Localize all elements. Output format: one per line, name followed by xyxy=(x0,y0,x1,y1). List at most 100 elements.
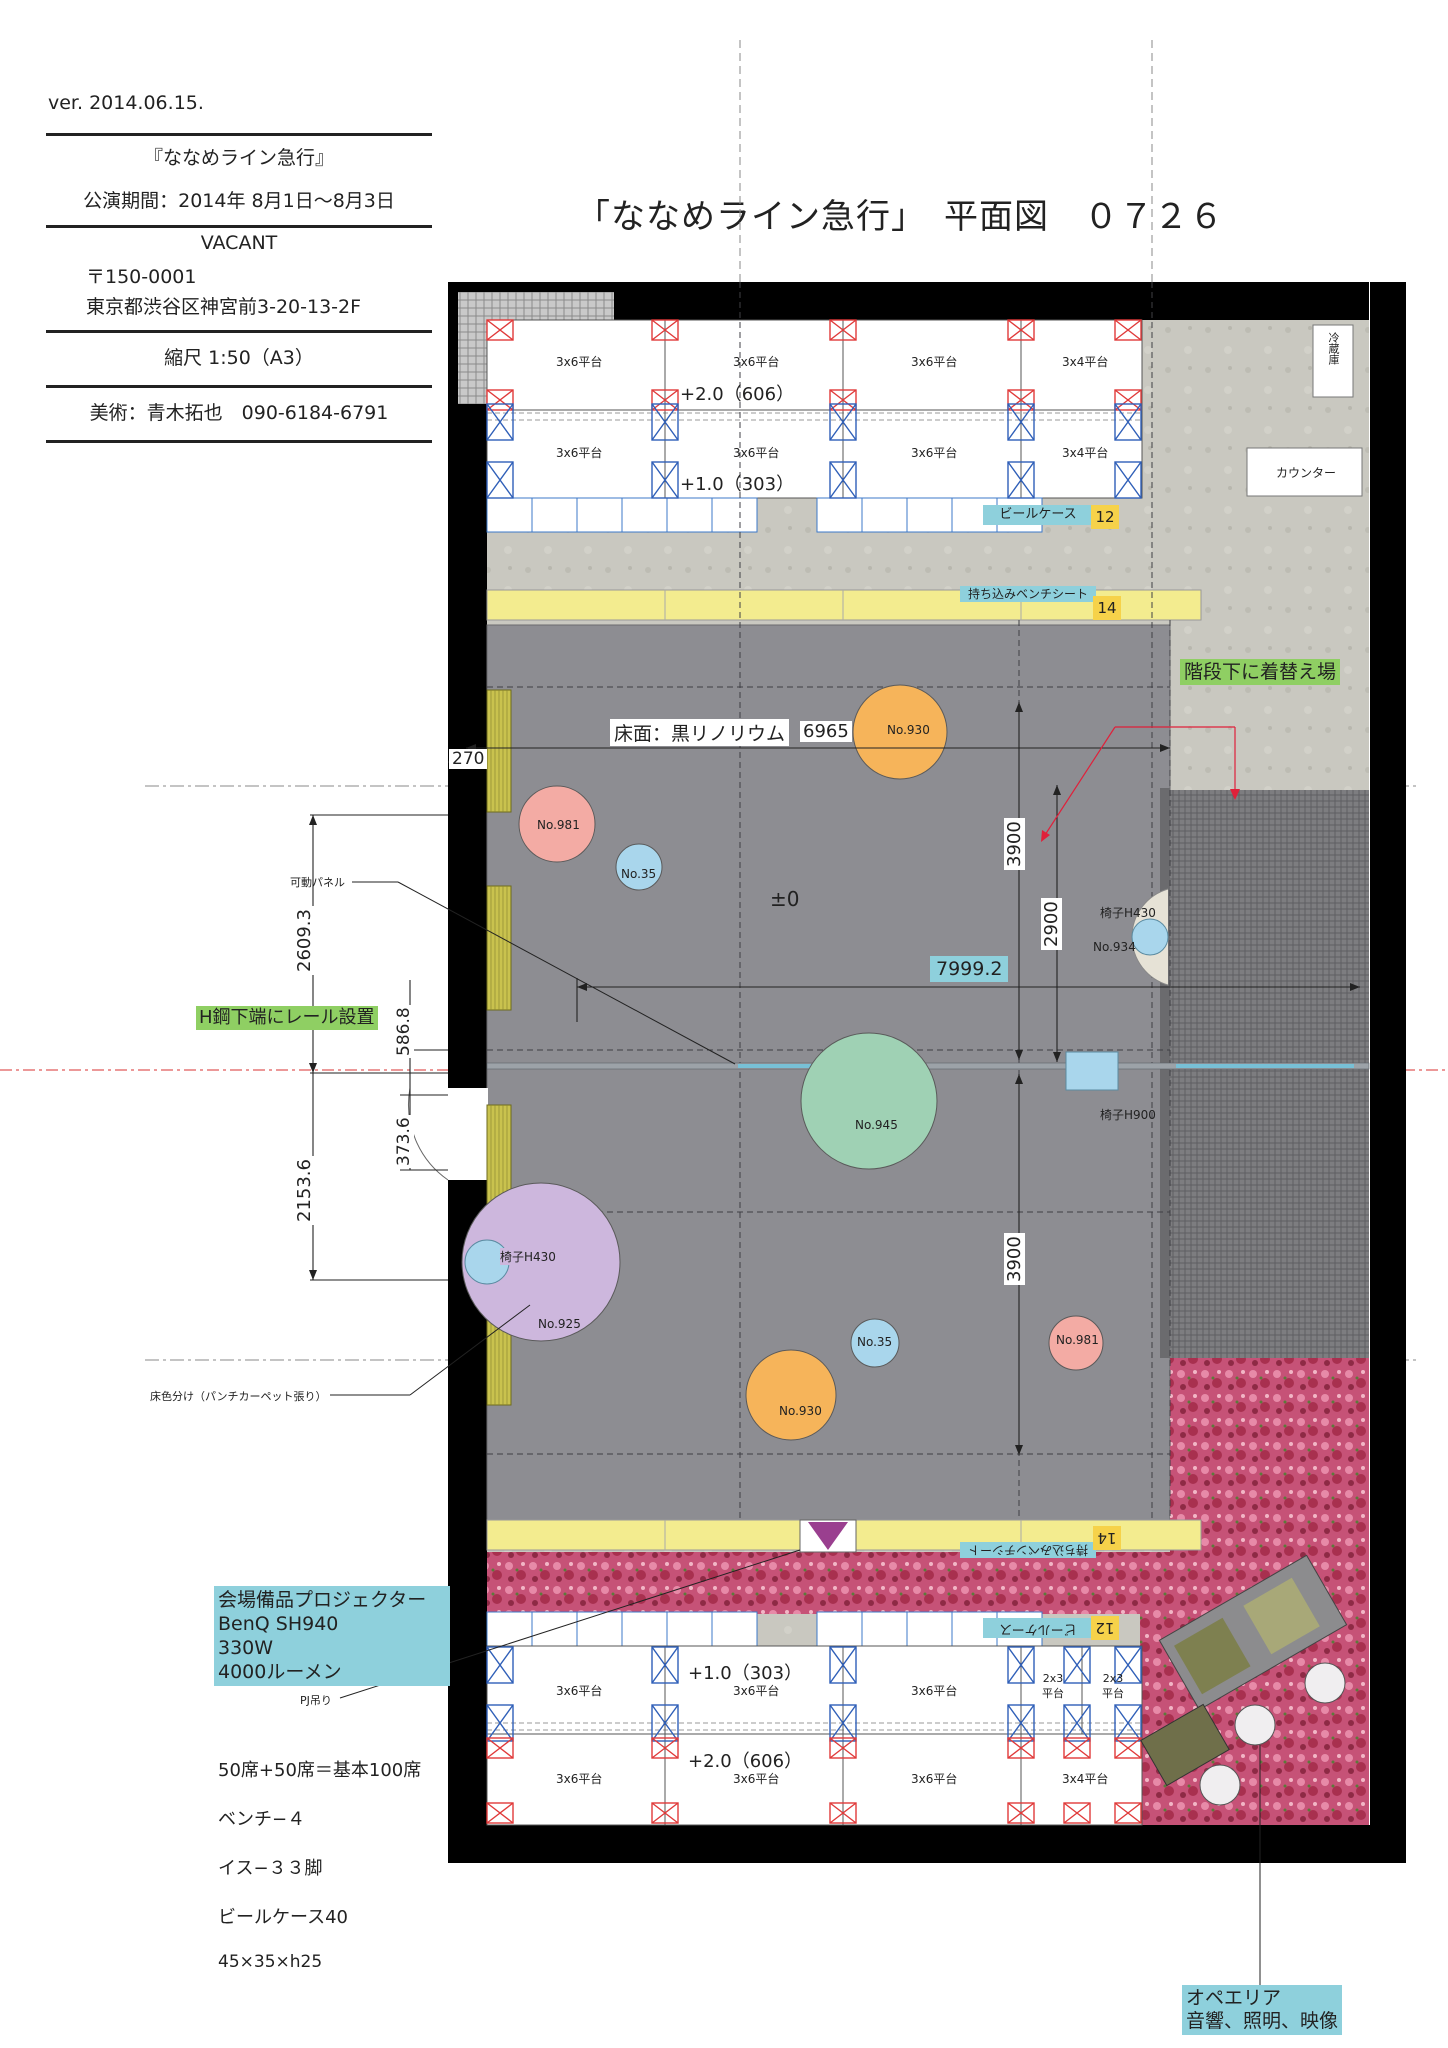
venue-postal: 〒150-0001 xyxy=(86,266,197,288)
level-label: +2.0（606） xyxy=(688,1751,803,1772)
dim-2900: 2900 xyxy=(1041,898,1062,950)
platform-label: 3x6平台 xyxy=(556,446,603,460)
platform-label: 3x6平台 xyxy=(911,355,958,369)
venue-name: VACANT xyxy=(200,232,278,254)
platform-leg-cross xyxy=(486,461,514,499)
platform-label: 3x6平台 xyxy=(733,1772,780,1786)
chair-label: 椅子H430 xyxy=(1100,906,1156,920)
divider xyxy=(46,225,432,228)
platform-leg-cross xyxy=(486,403,514,441)
platform-leg-cross xyxy=(829,1704,857,1742)
table-label: No.934 xyxy=(1093,940,1136,954)
platform-leg-cross xyxy=(1007,319,1035,341)
platform-leg-marker xyxy=(651,403,679,441)
platform-leg-cross xyxy=(486,1704,514,1742)
platform-leg-cross xyxy=(1007,1802,1035,1824)
platform-leg-cross xyxy=(1007,461,1035,499)
operation-line: オペエリア xyxy=(1186,1987,1282,2009)
platform-label: 2x3平台 xyxy=(1042,1672,1064,1700)
summary-case-size: 45×35×h25 xyxy=(218,1952,323,1972)
movable-panel-note: 可動パネル xyxy=(290,876,345,889)
platform-label: 3x6平台 xyxy=(733,446,780,460)
platform-leg-cross xyxy=(1007,389,1035,411)
level-label: +2.0（606） xyxy=(680,384,795,405)
operation-area-note: オペエリア 音響、照明、映像 xyxy=(1182,1985,1343,2035)
projector-line: 会場備品プロジェクター xyxy=(218,1589,427,1611)
platform-leg-cross xyxy=(1063,1646,1091,1684)
table-circle xyxy=(800,1032,938,1170)
platform-leg-marker xyxy=(651,1646,679,1684)
table-label: No.981 xyxy=(537,818,580,832)
dim-2609: 2609.3 xyxy=(294,906,315,975)
refrigerator-label: 冷蔵庫 xyxy=(1327,332,1340,365)
beer-case-count: 12 xyxy=(1091,1616,1119,1640)
table-circle xyxy=(745,1349,837,1441)
summary-seats: 50席+50席＝基本100席 xyxy=(218,1760,422,1781)
platform-leg-marker xyxy=(829,1704,857,1742)
platform-leg-cross xyxy=(486,389,514,411)
table-circle xyxy=(850,1318,900,1368)
operation-line: 音響、照明、映像 xyxy=(1186,2010,1339,2032)
dim-586: 586.8 xyxy=(394,1005,414,1058)
platform-label: 3x6平台 xyxy=(911,1684,958,1698)
platform-leg-marker xyxy=(1114,319,1142,341)
platform-leg-marker xyxy=(1114,1802,1142,1824)
platform-leg-cross xyxy=(1063,1704,1091,1742)
platform-leg-marker xyxy=(1063,1737,1091,1759)
platform-leg-cross xyxy=(1114,1646,1142,1684)
platform-leg-marker xyxy=(829,1737,857,1759)
platform-leg-marker xyxy=(651,461,679,499)
table-label: No.35 xyxy=(857,1335,893,1349)
platform-leg-marker xyxy=(1063,1802,1091,1824)
platform-leg-marker xyxy=(1063,1646,1091,1684)
platform-leg-cross xyxy=(1114,1704,1142,1742)
bench-seat-label: 持ち込みベンチシート xyxy=(960,586,1096,602)
platform-leg-marker xyxy=(1114,461,1142,499)
table-label: No.925 xyxy=(538,1317,581,1331)
platform-leg-marker xyxy=(651,1704,679,1742)
floor-label: 床面：黒リノリウム xyxy=(610,719,790,746)
divider xyxy=(46,330,432,333)
projector-line: 4000ルーメン xyxy=(218,1661,342,1683)
beer-case-label: ビールケース xyxy=(983,505,1093,525)
dim-3900-bottom: 3900 xyxy=(1004,1233,1025,1285)
platform-leg-cross xyxy=(829,389,857,411)
platform-label: 3x6平台 xyxy=(556,1684,603,1698)
platform-leg-marker xyxy=(1007,403,1035,441)
platform-leg-cross xyxy=(829,461,857,499)
table-label: No.930 xyxy=(887,723,930,737)
platform-leg-marker xyxy=(1007,319,1035,341)
platform-leg-marker xyxy=(1114,403,1142,441)
platform-leg-marker xyxy=(486,1704,514,1742)
dim-2153: 2153.6 xyxy=(294,1156,315,1225)
platform-leg-cross xyxy=(1114,1802,1142,1824)
platform-leg-cross xyxy=(1063,1802,1091,1824)
production-title: 『ななめライン急行』 xyxy=(143,147,334,169)
platform-leg-cross xyxy=(829,1802,857,1824)
floor-divider-note: 床色分け（パンチカーペット張り） xyxy=(150,1390,327,1403)
table-circle xyxy=(852,684,948,780)
platform-leg-marker xyxy=(486,461,514,499)
table-circle xyxy=(518,785,596,863)
projector-note: 会場備品プロジェクター BenQ SH940 330W 4000ルーメン xyxy=(214,1586,450,1686)
version-label: ver. 2014.06.15. xyxy=(48,92,204,114)
platform-leg-cross xyxy=(1007,1704,1035,1742)
chair-label: 椅子H900 xyxy=(1100,1108,1156,1122)
designer-label: 美術：青木拓也 090-6184-6791 xyxy=(89,402,389,424)
platform-leg-cross xyxy=(486,1646,514,1684)
platform-leg-marker xyxy=(1114,1646,1142,1684)
platform-leg-marker xyxy=(829,1802,857,1824)
platform-leg-marker xyxy=(1114,1704,1142,1742)
span-dimension: 7999.2 xyxy=(930,956,1009,982)
beer-case-label: ビールケース xyxy=(983,1618,1093,1638)
platform-leg-marker xyxy=(829,1646,857,1684)
platform-leg-cross xyxy=(651,1737,679,1759)
platform-leg-marker xyxy=(1007,389,1035,411)
platform-leg-cross xyxy=(1063,1737,1091,1759)
platform-label: 3x6平台 xyxy=(911,1772,958,1786)
table-label: No.945 xyxy=(855,1118,898,1132)
counter-label: カウンター xyxy=(1276,466,1337,480)
bench-seat-label: 持ち込みベンチシート xyxy=(960,1542,1096,1558)
plan-title: 「ななめライン急行」 平面図 ０７２６ xyxy=(576,197,1224,237)
